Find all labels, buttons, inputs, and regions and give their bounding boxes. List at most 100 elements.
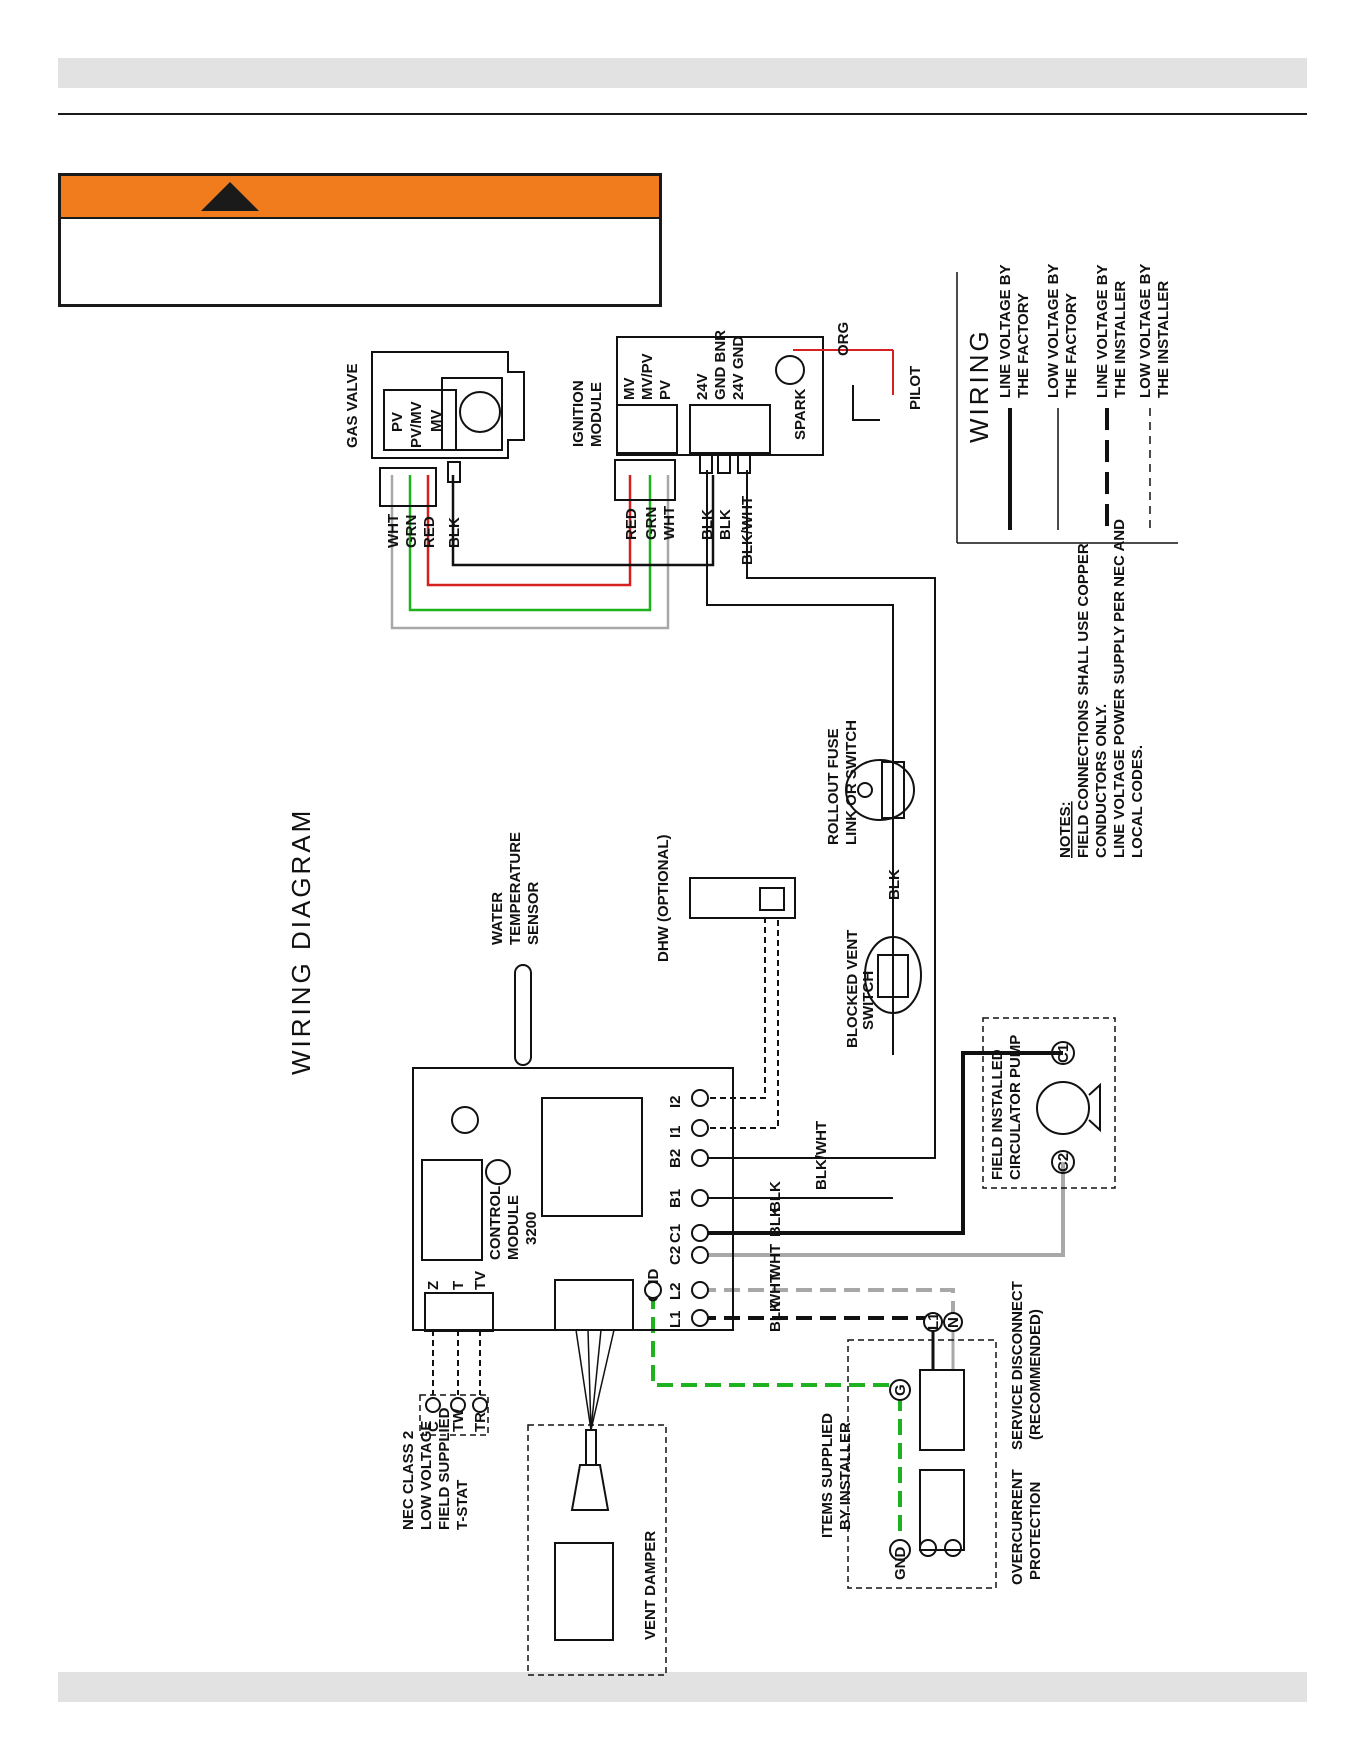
tstat (419, 1394, 489, 1436)
gv-term-pv: PV (389, 412, 406, 432)
ign-label-1: IGNITION (570, 380, 587, 447)
cm-tstat-z: Z (425, 1281, 442, 1290)
cm-wire-blk-label: BLK (767, 1181, 784, 1212)
gas-valve-label: GAS VALVE (344, 364, 361, 448)
warning-header (61, 176, 659, 219)
ign-wire-blk-1: BLK (699, 509, 716, 540)
blocked-vent-switch (864, 936, 922, 1014)
overcurrent-label-1: OVERCURRENT (1009, 1469, 1026, 1585)
ign-label-2: MODULE (588, 382, 605, 447)
warning-box (58, 173, 662, 307)
gv-wire-red: RED (421, 516, 438, 548)
circulator-pump (982, 1017, 1116, 1189)
cm-term-b1: B1 (667, 1189, 684, 1208)
ign-wire-grn: GRN (643, 507, 660, 540)
items-label-2: BY INSTALLER (837, 1422, 854, 1530)
term-g: G (892, 1384, 909, 1396)
sensor-label-3: SENSOR (525, 881, 542, 945)
wire-blk (451, 475, 715, 567)
footer-bar (58, 1672, 1307, 1702)
blocked-vent-label-1: BLOCKED VENT (844, 930, 861, 1048)
org-label: ORG (835, 322, 852, 356)
vent-damper-label: VENT DAMPER (642, 1531, 659, 1640)
pilot-label: PILOT (907, 366, 924, 410)
ign-term-mvpv: MV/PV (639, 353, 656, 400)
rollout-label-1: ROLLOUT FUSE (825, 728, 842, 845)
items-label-1: ITEMS SUPPLIED (819, 1413, 836, 1538)
dhw-switch (689, 877, 796, 919)
wire-blk-label: BLK (886, 869, 903, 900)
warning-triangle-icon (201, 182, 259, 211)
ign-term-pv: PV (657, 380, 674, 400)
tstat-label-1: NEC CLASS 2 (400, 1431, 417, 1530)
pump-term-c1: C1 (1055, 1044, 1072, 1063)
blocked-vent-label-2: SWITCH (860, 971, 877, 1030)
legend-item-4a: LOW VOLTAGE BY (1137, 264, 1154, 398)
cm-wire-c2-label: WHT (767, 1244, 784, 1278)
legend-item-3a: LINE VOLTAGE BY (1094, 264, 1111, 398)
legend-item-4b: THE INSTALLER (1155, 281, 1172, 398)
wiring-legend (956, 272, 1178, 544)
dhw-label: DHW (OPTIONAL) (655, 835, 672, 962)
service-disc-label-2: (RECOMMENDED) (1027, 1309, 1044, 1440)
overcurrent-label-2: PROTECTION (1027, 1482, 1044, 1580)
cm-term-b2: B2 (667, 1149, 684, 1168)
dhw-wires (700, 918, 779, 1129)
cm-term-i1: I1 (667, 1125, 684, 1138)
tstat-label-3: FIELD SUPPLIED (436, 1407, 453, 1530)
ign-term-mv: MV (621, 378, 638, 401)
legend-item-3b: THE INSTALLER (1112, 281, 1129, 398)
cm-term-i2: I2 (667, 1095, 684, 1108)
gv-wire-wht: WHT (385, 514, 402, 548)
wire-red (426, 475, 632, 587)
header-bar (58, 58, 1307, 88)
wire-wht (390, 475, 670, 630)
notes-line-1: FIELD CONNECTIONS SHALL USE COPPER (1075, 543, 1092, 858)
wire-grn (408, 475, 652, 612)
term-n: N (945, 1317, 962, 1328)
tstat-label-4: T-STAT (454, 1480, 471, 1530)
cm-wire-blkwht-label: BLK/WHT (813, 1121, 830, 1190)
sensor-label-2: TEMPERATURE (507, 832, 524, 945)
water-temp-sensor (514, 964, 532, 1066)
diagram-title: WIRING DIAGRAM (286, 808, 316, 1075)
gv-term-mv: MV (428, 410, 445, 433)
pump-label-1: FIELD INSTALLED (989, 1049, 1006, 1180)
sensor-label-1: WATER (489, 892, 506, 945)
ign-wire-wht: WHT (661, 506, 678, 540)
term-gnd: GND (892, 1547, 909, 1581)
ign-term-gndbnr: GND BNR (712, 330, 729, 400)
header-rule (58, 113, 1307, 115)
gv-wire-blk: BLK (446, 517, 463, 548)
gv-term-pvmv: PV/MV (408, 401, 425, 448)
notes-line-4: LOCAL CODES. (1129, 745, 1146, 858)
tstat-term-c: C (425, 1421, 442, 1432)
term-l1: L1 (925, 1312, 942, 1330)
gv-wire-grn: GRN (403, 515, 420, 548)
notes-heading: NOTES: (1057, 801, 1074, 858)
notes-line-2: CONDUCTORS ONLY. (1093, 704, 1110, 858)
cm-tstat-t: T (450, 1281, 467, 1290)
tstat-label-2: LOW VOLTAGE (418, 1421, 435, 1530)
ign-term-24vgnd: 24V GND (730, 336, 747, 400)
wire-l2 (700, 1288, 955, 1318)
wire-gnd (651, 1293, 893, 1387)
cm-wire-l1-label: BLK (767, 1301, 784, 1332)
legend-item-1a: LINE VOLTAGE BY (997, 264, 1014, 398)
wire-ign-blk (706, 470, 894, 1055)
rollout-label-2: LINK OR SWITCH (843, 720, 860, 845)
line-voltage-wires (651, 1051, 1065, 1545)
spark-label: SPARK (792, 388, 809, 440)
cm-wire-l2-label: WHT (767, 1274, 784, 1308)
legend-item-1b: THE FACTORY (1015, 293, 1032, 398)
notes-line-3: LINE VOLTAGE POWER SUPPLY PER NEC AND (1111, 519, 1128, 858)
gas-valve (371, 351, 525, 507)
ign-term-24v: 24V (694, 373, 711, 400)
cm-label-2: MODULE (505, 1195, 522, 1260)
cm-term-l1: L1 (667, 1310, 684, 1328)
ign-wire-blkwht: BLK/WHT (739, 496, 756, 565)
cm-label-1: CONTROL (487, 1186, 504, 1260)
legend-item-2a: LOW VOLTAGE BY (1045, 264, 1062, 398)
cm-wire-c1-label: BLK (767, 1206, 784, 1237)
